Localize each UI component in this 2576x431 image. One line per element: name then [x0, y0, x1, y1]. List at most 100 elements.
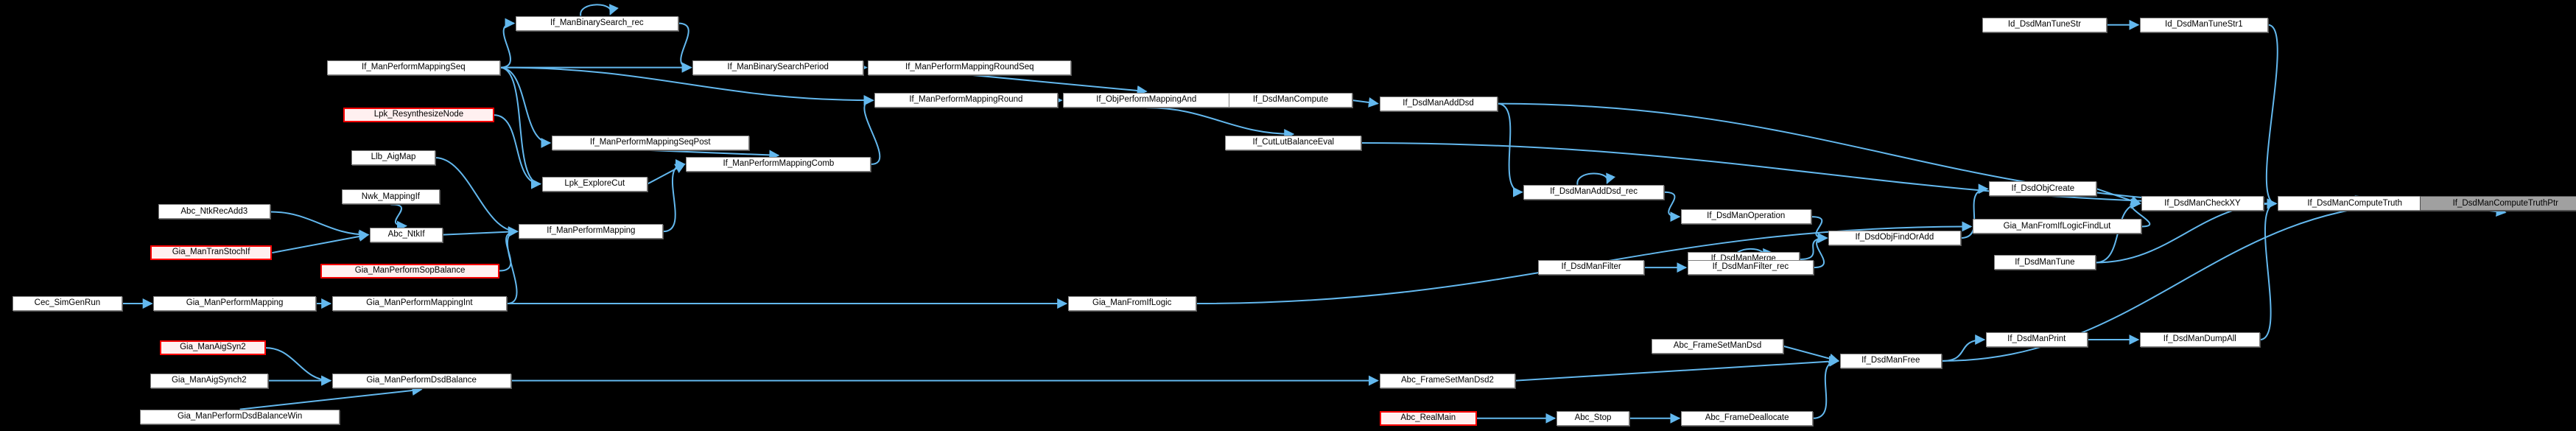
- graph-edge: [270, 211, 370, 240]
- node-label: If_CutLutBalanceEval: [1252, 138, 1335, 147]
- graph-edge: [863, 95, 881, 165]
- graph-edge: [1497, 102, 1523, 197]
- graph-edge: [435, 157, 519, 237]
- graph-edge: [499, 66, 874, 106]
- graph-node-id-dsdmantunestr1[interactable]: Id_DsdManTuneStr1: [2139, 17, 2268, 32]
- graph-node-if-dsdmancomputetruth[interactable]: If_DsdManComputeTruth: [2277, 196, 2432, 211]
- graph-node-gia-manaigsynch2[interactable]: Gia_ManAigSynch2: [150, 373, 268, 388]
- graph-edge: [678, 22, 692, 73]
- graph-node-if-manperformmappingcomb[interactable]: If_ManPerformMappingComb: [686, 156, 871, 172]
- node-label: Abc_FrameDeallocate: [1705, 413, 1789, 423]
- graph-node-gia-mantranstochif[interactable]: Gia_ManTranStochIf: [150, 245, 273, 261]
- graph-edge: [1663, 191, 1681, 222]
- graph-node-if-dsdmanfilter[interactable]: If_DsdManFilter: [1538, 260, 1644, 276]
- graph-node-nwk-mappingif[interactable]: Nwk_MappingIf: [342, 189, 440, 205]
- node-label: Lpk_ExploreCut: [564, 178, 625, 188]
- graph-node-if-cutlutbalanceeval[interactable]: If_CutLutBalanceEval: [1225, 136, 1362, 150]
- graph-node-gia-manfromiflogicfindlut[interactable]: Gia_ManFromIfLogicFindLut: [1973, 219, 2141, 234]
- graph-node-if-dsdobjfindoradd[interactable]: If_DsdObjFindOrAdd: [1828, 231, 1961, 246]
- graph-edge: [2265, 24, 2278, 209]
- graph-node-if-dsdmancheckxy[interactable]: If_DsdManCheckXY: [2141, 196, 2264, 211]
- graph-node-if-dsdmanadddsd-rec[interactable]: If_DsdManAddDsd_rec: [1523, 184, 1664, 200]
- node-label: If_ManPerformMappingRoundSeq: [905, 62, 1034, 71]
- graph-node-if-manperformmappinground[interactable]: If_ManPerformMappingRound: [874, 93, 1058, 108]
- graph-node-if-dsdmanadddsd[interactable]: If_DsdManAddDsd: [1379, 96, 1498, 111]
- graph-node-abc-ntkif[interactable]: Abc_NtkIf: [369, 227, 443, 242]
- graph-node-if-manperformmappingseq[interactable]: If_ManPerformMappingSeq: [327, 60, 500, 75]
- graph-node-gia-manperformdsdbalancewin[interactable]: Gia_ManPerformDsdBalanceWin: [140, 409, 340, 424]
- graph-edge: [1813, 355, 1840, 419]
- graph-node-if-dsdmanprint[interactable]: If_DsdManPrint: [1985, 332, 2088, 347]
- graph-node-lpk-explorecut[interactable]: Lpk_ExploreCut: [541, 176, 648, 192]
- node-label: If_DsdManTune: [2015, 257, 2075, 267]
- node-label: Id_DsdManTuneStr: [2007, 20, 2082, 29]
- node-label: Gia_ManTranStochIf: [172, 248, 250, 257]
- graph-node-llb-aigmap[interactable]: Llb_AigMap: [351, 150, 435, 166]
- graph-edge: [499, 18, 516, 69]
- graph-edge: [494, 114, 541, 189]
- node-label: If_ManPerformMappingSeq: [362, 62, 466, 71]
- graph-edge: [663, 158, 686, 233]
- node-label: If_DsdObjCreate: [2011, 183, 2075, 193]
- node-label: Gia_ManPerformDsdBalanceWin: [177, 411, 303, 421]
- graph-node-if-dsdmancompute[interactable]: If_DsdManCompute: [1228, 93, 1353, 108]
- graph-node-abc-framedeallocate[interactable]: Abc_FrameDeallocate: [1680, 410, 1814, 426]
- graph-edge: [580, 4, 619, 16]
- node-label: Gia_ManPerformSopBalance: [354, 265, 466, 275]
- graph-node-if-manbinarysearch-rec[interactable]: If_ManBinarySearch_rec: [515, 15, 678, 31]
- graph-node-cec-simgenrun[interactable]: Cec_SimGenRun: [12, 296, 122, 312]
- node-label: If_DsdManComputeTruthPtr: [2452, 198, 2558, 208]
- graph-node-if-manperformmapping[interactable]: If_ManPerformMapping: [519, 224, 664, 239]
- graph-node-if-manperformmappingroundseq[interactable]: If_ManPerformMappingRoundSeq: [868, 60, 1072, 75]
- node-label: Abc_RealMain: [1400, 413, 1456, 423]
- graph-node-abc-framesetmandsd2[interactable]: Abc_FrameSetManDsd2: [1379, 373, 1516, 388]
- graph-node-if-dsdmancomputetruthptr[interactable]: If_DsdManComputeTruthPtr: [2420, 196, 2576, 211]
- node-label: If_DsdManAddDsd_rec: [1550, 187, 1638, 196]
- graph-node-gia-manfromiflogic[interactable]: Gia_ManFromIfLogic: [1067, 296, 1196, 312]
- graph-edge: [1146, 107, 1295, 139]
- graph-edge: [1941, 334, 1986, 362]
- graph-edge: [969, 74, 1148, 96]
- node-label: Id_DsdManTuneStr1: [2165, 20, 2243, 29]
- node-label: If_DsdManOperation: [1707, 211, 1786, 221]
- graph-node-gia-manperformmappingint[interactable]: Gia_ManPerformMappingInt: [331, 296, 508, 312]
- graph-node-if-dsdmandumpall[interactable]: If_DsdManDumpAll: [2139, 332, 2260, 347]
- graph-node-gia-manperformmapping[interactable]: Gia_ManPerformMapping: [153, 296, 316, 312]
- graph-edge: [1352, 97, 1379, 108]
- node-label: Llb_AigMap: [371, 153, 416, 162]
- graph-node-if-dsdmanoperation[interactable]: If_DsdManOperation: [1680, 209, 1811, 225]
- graph-node-if-manbinarysearchperiod[interactable]: If_ManBinarySearchPeriod: [692, 60, 864, 75]
- node-label: Lpk_ResynthesizeNode: [373, 110, 464, 119]
- graph-edge: [650, 150, 780, 161]
- graph-node-if-dsdmanfilter-rec[interactable]: If_DsdManFilter_rec: [1687, 260, 1814, 276]
- graph-edge: [1515, 356, 1840, 382]
- node-label: If_DsdManAddDsd: [1403, 98, 1474, 108]
- graph-node-abc-stop[interactable]: Abc_Stop: [1556, 410, 1630, 426]
- node-label: Cec_SimGenRun: [34, 298, 101, 308]
- node-label: Gia_ManPerformDsdBalance: [366, 375, 477, 385]
- graph-node-lpk-resynthesizenode[interactable]: Lpk_ResynthesizeNode: [343, 108, 494, 123]
- graph-node-gia-manperformsopbalance[interactable]: Gia_ManPerformSopBalance: [320, 263, 499, 278]
- node-label: If_DsdManFree: [1861, 356, 1920, 365]
- node-label: If_ManBinarySearch_rec: [550, 18, 644, 27]
- graph-edge: [1361, 142, 2278, 209]
- node-label: Abc_NtkIf: [387, 229, 425, 239]
- graph-node-if-dsdmanfree[interactable]: If_DsdManFree: [1839, 353, 1942, 368]
- graph-edge: [1799, 233, 1828, 260]
- graph-node-abc-realmain[interactable]: Abc_RealMain: [1379, 410, 1477, 426]
- graph-edge: [499, 66, 541, 189]
- graph-node-if-dsdobjcreate[interactable]: If_DsdObjCreate: [1989, 181, 2097, 197]
- graph-node-gia-manperformdsdbalance[interactable]: Gia_ManPerformDsdBalance: [331, 373, 511, 388]
- graph-edge: [1783, 345, 1840, 364]
- graph-edge: [1811, 216, 1828, 244]
- node-label: If_ManPerformMappingComb: [723, 159, 835, 169]
- graph-node-if-manperformmappingseqpost[interactable]: If_ManPerformMappingSeqPost: [551, 136, 749, 150]
- node-label: If_ManPerformMapping: [547, 226, 636, 236]
- graph-node-gia-manaigsyn2[interactable]: Gia_ManAigSyn2: [160, 340, 266, 356]
- graph-node-abc-framesetmandsd[interactable]: Abc_FrameSetManDsd: [1651, 338, 1784, 354]
- node-label: Abc_Stop: [1574, 413, 1612, 423]
- graph-node-id-dsdmantunestr[interactable]: Id_DsdManTuneStr: [1982, 17, 2107, 32]
- graph-node-if-objperformmappingand[interactable]: If_ObjPerformMappingAnd: [1063, 93, 1230, 108]
- graph-node-if-dsdmantune[interactable]: If_DsdManTune: [1993, 255, 2096, 270]
- graph-node-abc-ntkrecadd3[interactable]: Abc_NtkRecAdd3: [158, 204, 270, 220]
